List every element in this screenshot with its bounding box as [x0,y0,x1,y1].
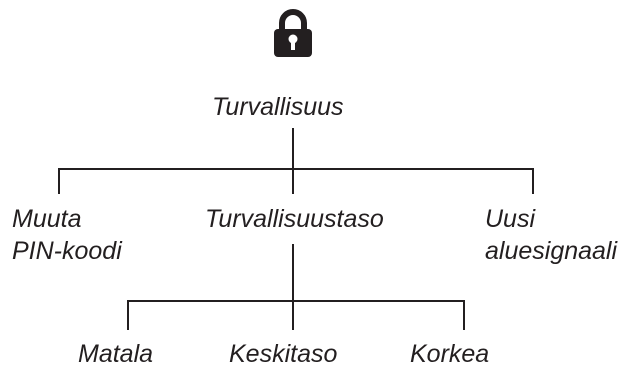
node-security-level: Turvallisuustaso [205,205,384,233]
level2-branch-right [463,300,465,330]
level1-branch-center [292,168,294,194]
node-level-high: Korkea [410,340,490,368]
node-new-area-signal-line2: aluesignaali [485,237,618,265]
node-new-area-signal-line1: Uusi [485,205,536,233]
node-change-pin-line1: Muuta [12,205,82,233]
root-stem-line [292,128,294,170]
root-node-label: Turvallisuus [212,93,344,121]
node-change-pin-line2: PIN-koodi [12,237,122,265]
node-level-medium: Keskitaso [229,340,338,368]
level2-stem-line [292,244,294,302]
node-new-area-signal: Uusi aluesignaali [485,204,617,266]
lock-icon [274,9,312,57]
level2-bus-line [127,300,465,302]
node-change-pin: Muuta PIN-koodi [12,204,122,266]
level1-branch-left [58,168,60,194]
level2-branch-center [292,300,294,330]
level1-bus-line [58,168,534,170]
level1-branch-right [532,168,534,194]
level2-branch-left [127,300,129,330]
node-level-low: Matala [78,340,154,368]
